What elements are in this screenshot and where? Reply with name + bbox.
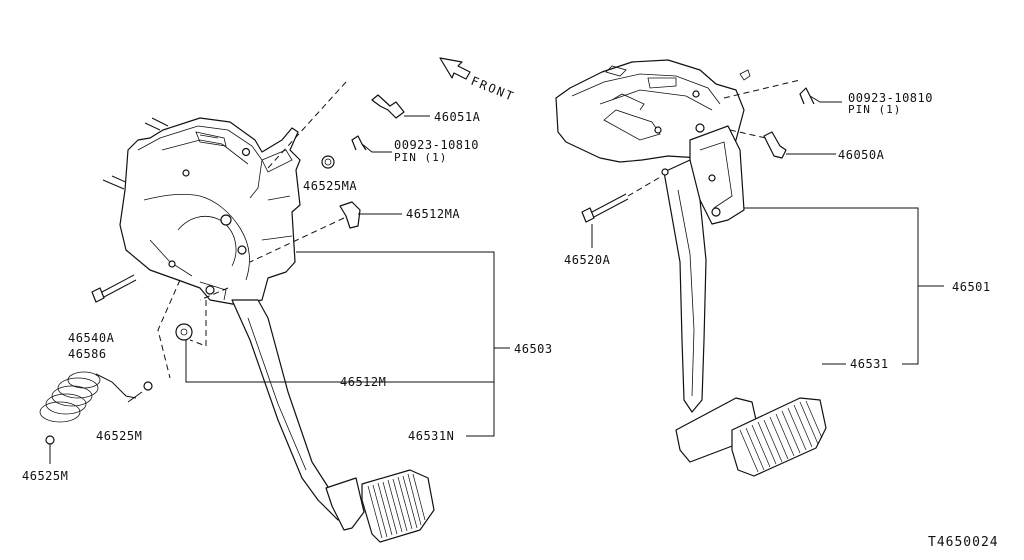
bolt-46051a-icon — [371, 94, 405, 119]
callout-46050a: 46050A — [838, 148, 885, 162]
pin-clip-left-icon — [351, 135, 367, 151]
callout-46525m-lower: 46525M — [22, 469, 68, 483]
brake-pedal-assembly — [555, 59, 827, 477]
bolt-46520a-icon — [581, 193, 629, 223]
callout-46501: 46501 — [952, 280, 991, 294]
callout-pin-left-name: PIN (1) — [394, 151, 447, 164]
bolt-46540a-icon — [91, 274, 137, 303]
stopper-46512ma-icon — [339, 201, 361, 229]
callout-46586: 46586 — [68, 347, 107, 361]
callout-46503: 46503 — [514, 342, 553, 356]
callout-pin-right-number: 00923-10810 — [848, 91, 933, 105]
callout-46520a: 46520A — [564, 253, 611, 267]
clutch-pedal-assembly — [102, 117, 435, 543]
callout-46540a: 46540A — [68, 331, 115, 345]
callout-46531n: 46531N — [408, 429, 454, 443]
callout-pin-left-number: 00923-10810 — [394, 138, 479, 152]
callout-46512ma: 46512MA — [406, 207, 460, 221]
callout-46525m-upper: 46525M — [96, 429, 142, 443]
callout-46525ma: 46525MA — [303, 179, 357, 193]
front-direction-label: FRONT — [469, 74, 517, 104]
bushing-46525m-upper-icon — [143, 381, 153, 391]
bushing-46525m-lower-icon — [45, 435, 55, 445]
switch-46050a-icon — [763, 131, 787, 159]
callout-46512m: 46512M — [340, 375, 386, 389]
stopper-46512m-icon — [175, 323, 193, 341]
bushing-46525ma-icon — [321, 155, 335, 169]
pin-clip-right-icon — [799, 87, 815, 105]
assist-spring-46586-icon — [39, 371, 137, 423]
front-arrow-icon — [439, 57, 471, 80]
callout-46531: 46531 — [850, 357, 889, 371]
callout-46051a: 46051A — [434, 110, 481, 124]
callout-pin-right-name: PIN (1) — [848, 103, 901, 116]
drawing-code: T4650024 — [928, 535, 999, 550]
